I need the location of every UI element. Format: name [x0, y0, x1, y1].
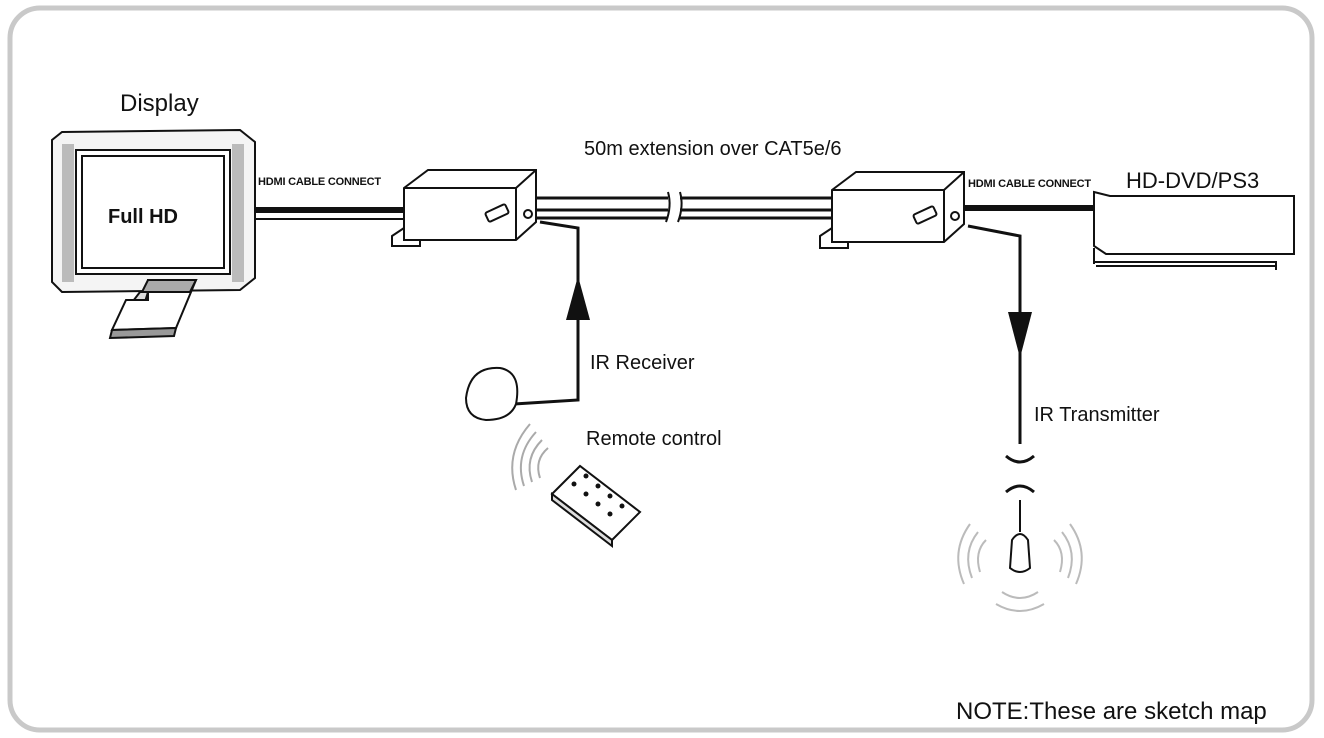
display-label: Display	[120, 90, 199, 117]
signal-waves-icon	[511, 423, 549, 491]
ir-receiver-eye-icon	[464, 366, 519, 422]
extension-label: 50m extension over CAT5e/6	[584, 138, 842, 160]
ir-transmitter-icon	[1008, 500, 1032, 573]
ir-transmitter-label: IR Transmitter	[1034, 404, 1160, 426]
receiver-box-icon	[819, 171, 965, 249]
ir-receiver-label: IR Receiver	[590, 352, 695, 374]
display-icon	[51, 128, 256, 340]
source-label: HD-DVD/PS3	[1126, 168, 1260, 193]
cable-break-icon	[665, 191, 683, 223]
hdmi-left-label: HDMI CABLE CONNECT	[258, 176, 381, 188]
note-label: NOTE:These are sketch map	[956, 698, 1267, 725]
ir-transmitter-cable	[967, 224, 1022, 444]
transmitter-waves-icon	[957, 523, 1083, 612]
screen-label: Full HD	[108, 206, 178, 228]
hdmi-cable-left	[255, 207, 405, 220]
arrow-down-icon	[1008, 312, 1032, 358]
diagram-frame	[7, 5, 1315, 733]
remote-label: Remote control	[586, 428, 722, 450]
cat-cable	[536, 196, 832, 220]
arrow-up-icon	[566, 276, 590, 320]
remote-control-icon	[550, 464, 642, 549]
hdmi-right-label: HDMI CABLE CONNECT	[968, 178, 1091, 190]
ir-transmitter-signal-icon	[1005, 454, 1035, 494]
source-player-icon	[1093, 190, 1295, 270]
transmitter-box-icon	[391, 169, 537, 247]
